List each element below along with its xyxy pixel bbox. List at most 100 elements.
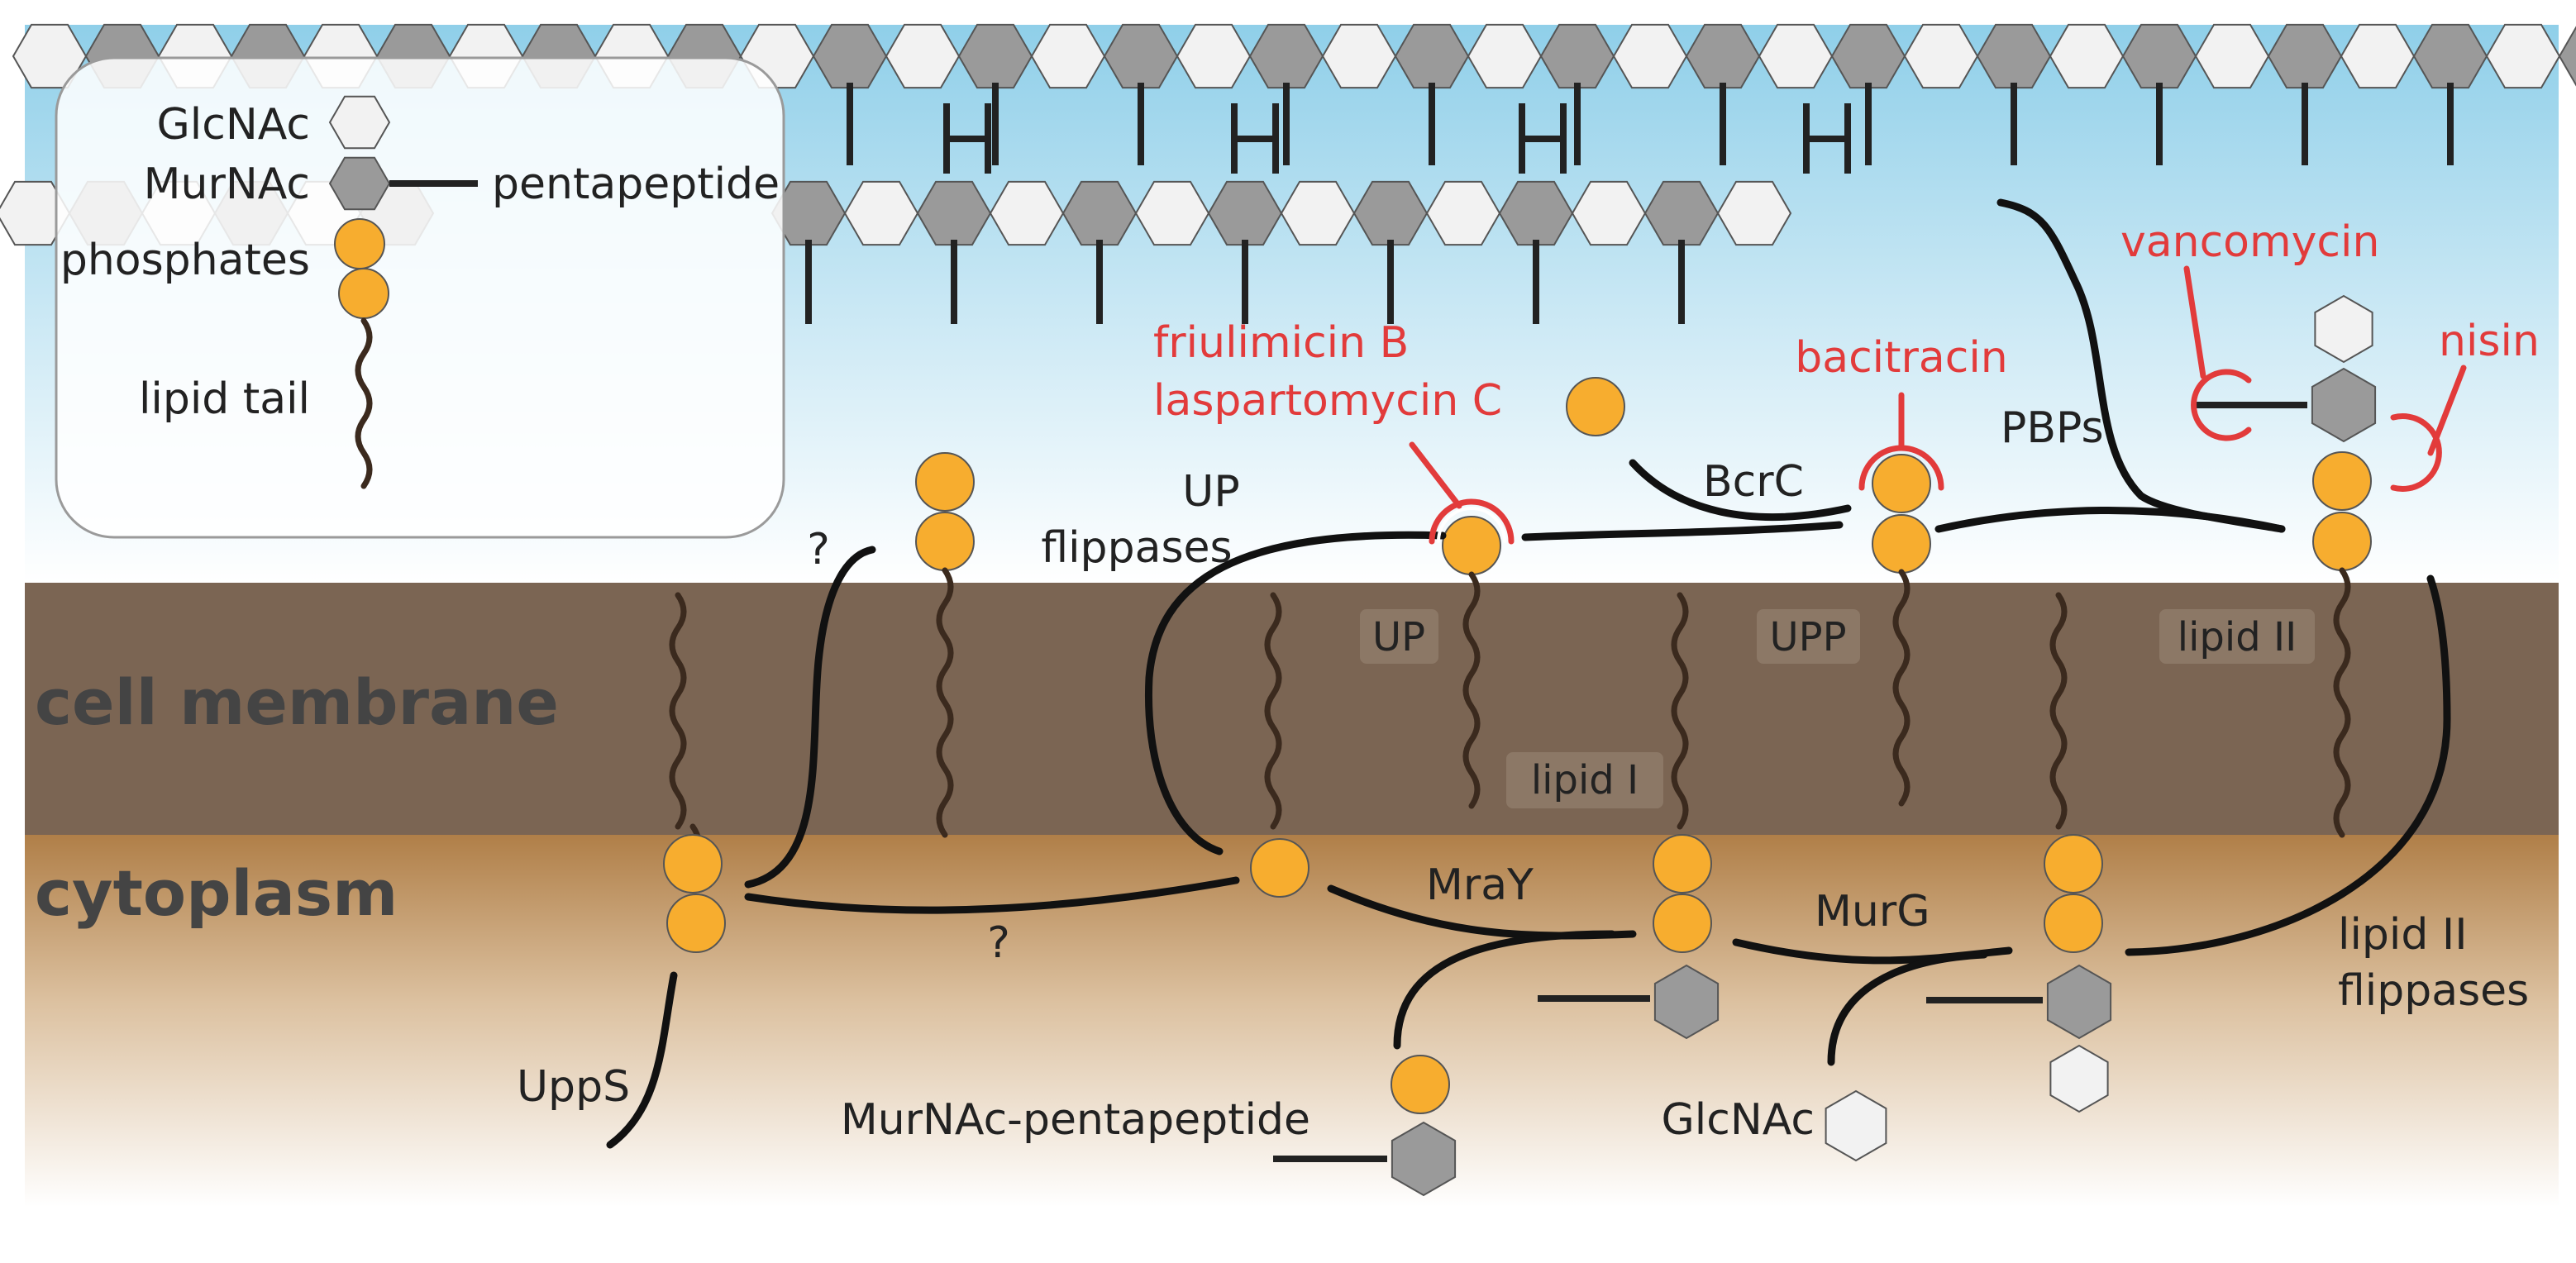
pg-top-sugar [812, 23, 888, 89]
lipid-tail [1892, 569, 1911, 807]
pg-bottom-sugar [1571, 180, 1647, 246]
reaction-arrows [606, 198, 2451, 1149]
phosphate [663, 834, 723, 894]
pg-top-sugar [2558, 26, 2576, 87]
label-murnac-pentapeptide: MurNAc-pentapeptide [841, 1095, 1310, 1145]
label-glcnac-substrate: GlcNAc [1662, 1095, 1815, 1145]
arrow-uppS [606, 971, 678, 1149]
phosphate [1391, 1055, 1450, 1114]
label-bcrC: BcrC [1703, 457, 1804, 507]
pg-bottom-sugar [916, 180, 992, 246]
lipid-tail [1671, 592, 1689, 830]
label-friulimicin-b: friulimicin B [1153, 318, 1409, 368]
pg-top-sugar [885, 23, 961, 89]
phosphate [915, 512, 975, 571]
phosphate [915, 452, 975, 512]
antibiotic-binders [1409, 265, 2467, 545]
label-lipid-ii-flippases-line1: lipid II [2338, 910, 2468, 960]
pg-top-sugar [1176, 23, 1252, 89]
pg-bottom-sugar [1716, 180, 1792, 246]
legend-pentapeptide-label: pentapeptide [492, 160, 780, 209]
arrow-murnac-pentapeptide-in [1393, 930, 1616, 1050]
lipid-tail [2049, 592, 2068, 830]
pg-bottom-sugar [1352, 180, 1429, 246]
pg-top-sugar [1830, 23, 1906, 89]
label-laspartomycin-c: laspartomycin C [1153, 376, 1502, 426]
phosphate [666, 894, 726, 953]
pg-top-sugar [2485, 23, 2561, 89]
pg-top-sugar [1685, 23, 1761, 89]
friulimicin-binding-cap-inner [1437, 507, 1506, 543]
vancomycin-cup [2191, 369, 2252, 441]
tag-up: UP [1372, 614, 1425, 660]
pg-top-sugar [2340, 23, 2416, 89]
lipid-tail [669, 592, 687, 830]
glcnac [2314, 294, 2373, 364]
arrow-upp-to-up [1521, 521, 1844, 541]
phosphate [2312, 451, 2372, 511]
glcnac [2049, 1044, 2109, 1113]
glcnac [1825, 1089, 1887, 1162]
arrow-upp-to-outer-up [744, 546, 876, 889]
legend-glcnac-icon [328, 95, 391, 150]
phosphate [1653, 834, 1712, 894]
label-mraY: MraY [1426, 860, 1534, 910]
phosphate [1872, 454, 1931, 513]
murnac [1653, 964, 1720, 1040]
pg-bottom-sugar [1643, 180, 1720, 246]
label-up-flippases-line1: UP [1182, 467, 1239, 517]
pg-top-sugar [1539, 23, 1615, 89]
species-tags: UP UPP lipid I lipid II [1360, 609, 2315, 808]
cytoplasm-region [25, 835, 2559, 1207]
legend-phosphates-label: phosphates [60, 236, 310, 285]
pg-top-sugar [1903, 23, 1979, 89]
phosphate [1566, 377, 1625, 436]
lipid-tail [1462, 571, 1481, 809]
pg-bottom-sugar [1425, 180, 1501, 246]
legend-phosphate-icon [338, 268, 389, 319]
phosphate [1442, 516, 1501, 575]
arrow-lipid-ii-flippase [2125, 574, 2451, 956]
pg-bottom-sugar [843, 180, 919, 246]
phosphate [2044, 834, 2103, 894]
pg-top-sugar [2049, 23, 2125, 89]
pg-top-sugar [1321, 23, 1397, 89]
pg-top-sugar [1467, 23, 1543, 89]
tag-lipid-i: lipid I [1531, 757, 1639, 803]
pg-top-sugar [2121, 23, 2197, 89]
pg-top-sugar [2267, 23, 2343, 89]
label-pbps: PBPs [2001, 403, 2104, 453]
pg-bottom-sugar [989, 180, 1065, 246]
region-label-cell-membrane: cell membrane [35, 665, 559, 739]
arrow-lipid-ii-to-upp [1934, 507, 2286, 533]
label-nisin: nisin [2439, 317, 2540, 366]
pg-top-sugar [1248, 23, 1324, 89]
phosphate [2312, 512, 2372, 571]
pg-top-sugar [2412, 23, 2488, 89]
pg-bottom-sugar [1061, 180, 1138, 246]
pg-bottom-sugar [1280, 180, 1356, 246]
pg-top-sugar [1758, 23, 1834, 89]
pg-top-sugar [1103, 23, 1179, 89]
label-murG: MurG [1815, 887, 1930, 937]
friulimicin-binding-cap [1429, 498, 1515, 545]
vancomycin-stick [2183, 265, 2206, 379]
phosphate [2044, 894, 2103, 953]
friulimicin-stick [1409, 441, 1462, 509]
label-uppS: UppS [517, 1062, 630, 1112]
pg-bottom-sugar [0, 180, 71, 246]
label-unknown-transport: ? [807, 525, 830, 574]
phosphate [1250, 838, 1309, 898]
legend: GlcNAc MurNAc pentapeptide phosphates li… [55, 56, 785, 539]
label-up-flippases-line2: flippases [1041, 523, 1232, 573]
murnac [2311, 367, 2377, 443]
arrow-bcrC [1629, 459, 1852, 522]
tag-lipid-ii: lipid II [2178, 614, 2297, 660]
pg-bottom-sugar [1134, 180, 1210, 246]
legend-phosphate-icon [334, 218, 385, 269]
legend-box [55, 56, 785, 539]
label-bacitracin: bacitracin [1795, 333, 2008, 383]
nisin-cup [2390, 413, 2442, 492]
phosphate [1872, 514, 1931, 574]
pg-bottom-sugar [1498, 180, 1574, 246]
